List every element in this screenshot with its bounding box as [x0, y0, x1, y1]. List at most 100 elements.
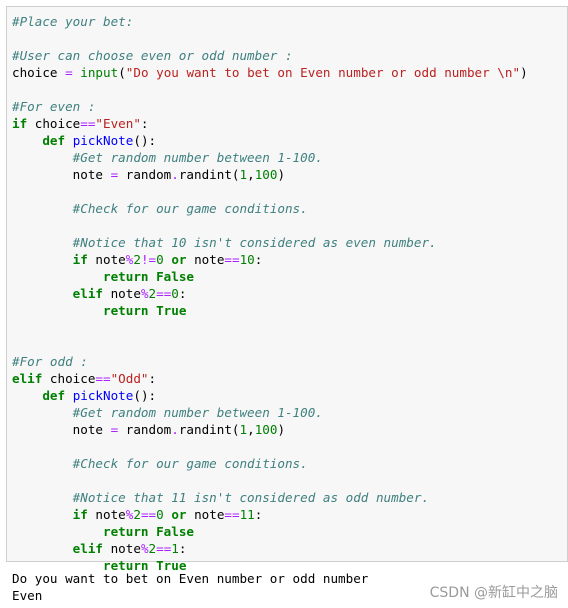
code-token: input: [80, 65, 119, 80]
code-line: if note%2!=0 or note==10:: [12, 251, 528, 268]
code-token: "Odd": [110, 371, 149, 386]
code-token: :: [178, 286, 187, 301]
code-token: note: [87, 507, 126, 522]
code-token: #Place your bet:: [12, 14, 134, 29]
code-token: .: [171, 167, 179, 182]
code-line: return True: [12, 302, 528, 319]
code-token: [12, 303, 103, 318]
code-token: #Notice that 11 isn't considered as odd …: [72, 490, 430, 505]
code-token: if: [72, 507, 88, 522]
code-token: 2: [133, 507, 141, 522]
code-token: if: [72, 252, 88, 267]
code-token: choice: [42, 371, 96, 386]
code-line: #Place your bet:: [12, 13, 528, 30]
code-cell[interactable]: #Place your bet: #User can choose even or…: [6, 6, 568, 573]
code-token: [12, 133, 42, 148]
code-token: True: [156, 303, 187, 318]
code-token: randint(: [178, 167, 240, 182]
code-token: 0: [156, 252, 164, 267]
code-token: (: [118, 65, 126, 80]
code-line: elif note%2==1:: [12, 540, 528, 557]
code-token: !=: [140, 252, 157, 267]
code-line: [12, 30, 528, 47]
code-token: note: [186, 252, 225, 267]
code-token: [65, 133, 73, 148]
code-token: #Check for our game conditions.: [72, 456, 308, 471]
code-token: ==: [140, 507, 157, 522]
code-line: [12, 183, 528, 200]
code-line: #Check for our game conditions.: [12, 455, 528, 472]
code-editor[interactable]: #Place your bet: #User can choose even or…: [12, 13, 528, 574]
code-token: [12, 388, 42, 403]
code-token: %: [125, 252, 134, 267]
code-token: ==: [156, 286, 172, 301]
code-token: return: [103, 269, 149, 284]
code-line: [12, 438, 528, 455]
code-token: def: [42, 133, 66, 148]
code-token: :: [178, 541, 187, 556]
code-token: =: [110, 422, 119, 437]
code-line: note = random.randint(1,100): [12, 421, 528, 438]
code-line: #Notice that 11 isn't considered as odd …: [12, 489, 528, 506]
code-token: ==: [224, 507, 240, 522]
code-line: return False: [12, 268, 528, 285]
code-token: #For odd :: [12, 354, 88, 369]
code-token: random: [118, 422, 172, 437]
code-token: ==: [80, 116, 96, 131]
code-token: ():: [133, 133, 157, 148]
code-token: ==: [224, 252, 240, 267]
code-token: 0: [171, 286, 179, 301]
code-token: ): [277, 167, 286, 182]
code-token: #Get random number between 1-100.: [72, 405, 323, 420]
code-token: [12, 252, 73, 267]
code-line: elif choice=="Odd":: [12, 370, 528, 387]
code-token: or: [171, 507, 187, 522]
code-token: .: [171, 422, 179, 437]
code-line: [12, 319, 528, 336]
watermark: CSDN @新缸中之脑: [429, 585, 558, 601]
code-token: or: [171, 252, 187, 267]
code-token: [12, 405, 73, 420]
code-line: #For even :: [12, 98, 528, 115]
code-token: #Notice that 10 isn't considered as even…: [72, 235, 437, 250]
code-token: 2: [133, 252, 141, 267]
code-token: "Do you want to bet on Even number or od…: [125, 65, 521, 80]
code-line: choice = input("Do you want to bet on Ev…: [12, 64, 528, 81]
code-token: ,: [247, 167, 255, 182]
code-token: 0: [156, 507, 164, 522]
code-token: [149, 303, 157, 318]
code-token: [12, 269, 103, 284]
code-token: %: [125, 507, 134, 522]
code-line: elif note%2==0:: [12, 285, 528, 302]
code-token: 2: [148, 541, 157, 556]
code-line: [12, 81, 528, 98]
code-token: :: [140, 116, 149, 131]
code-token: note: [186, 507, 225, 522]
code-line: [12, 217, 528, 234]
code-line: [12, 472, 528, 489]
code-line: #Notice that 10 isn't considered as even…: [12, 234, 528, 251]
output-prompt-line: Do you want to bet on Even number or odd…: [12, 571, 369, 586]
code-token: note: [12, 167, 111, 182]
code-token: ==: [156, 541, 172, 556]
code-token: [12, 201, 73, 216]
code-token: ,: [247, 422, 255, 437]
code-token: 100: [254, 422, 278, 437]
code-token: #Get random number between 1-100.: [72, 150, 323, 165]
code-token: 11: [239, 507, 255, 522]
code-token: 1: [171, 541, 179, 556]
code-token: ==: [95, 371, 111, 386]
code-token: True: [156, 558, 187, 573]
code-token: [12, 286, 73, 301]
output-input-value: Even: [12, 588, 43, 603]
code-token: False: [156, 269, 195, 284]
code-line: #Get random number between 1-100.: [12, 404, 528, 421]
code-token: :: [254, 252, 263, 267]
code-token: if: [12, 116, 28, 131]
cell-output: Do you want to bet on Even number or odd…: [12, 570, 368, 604]
code-line: return False: [12, 523, 528, 540]
code-token: #Check for our game conditions.: [72, 201, 308, 216]
code-token: [12, 507, 73, 522]
code-token: elif: [72, 286, 104, 301]
code-token: #User can choose even or odd number :: [12, 48, 293, 63]
